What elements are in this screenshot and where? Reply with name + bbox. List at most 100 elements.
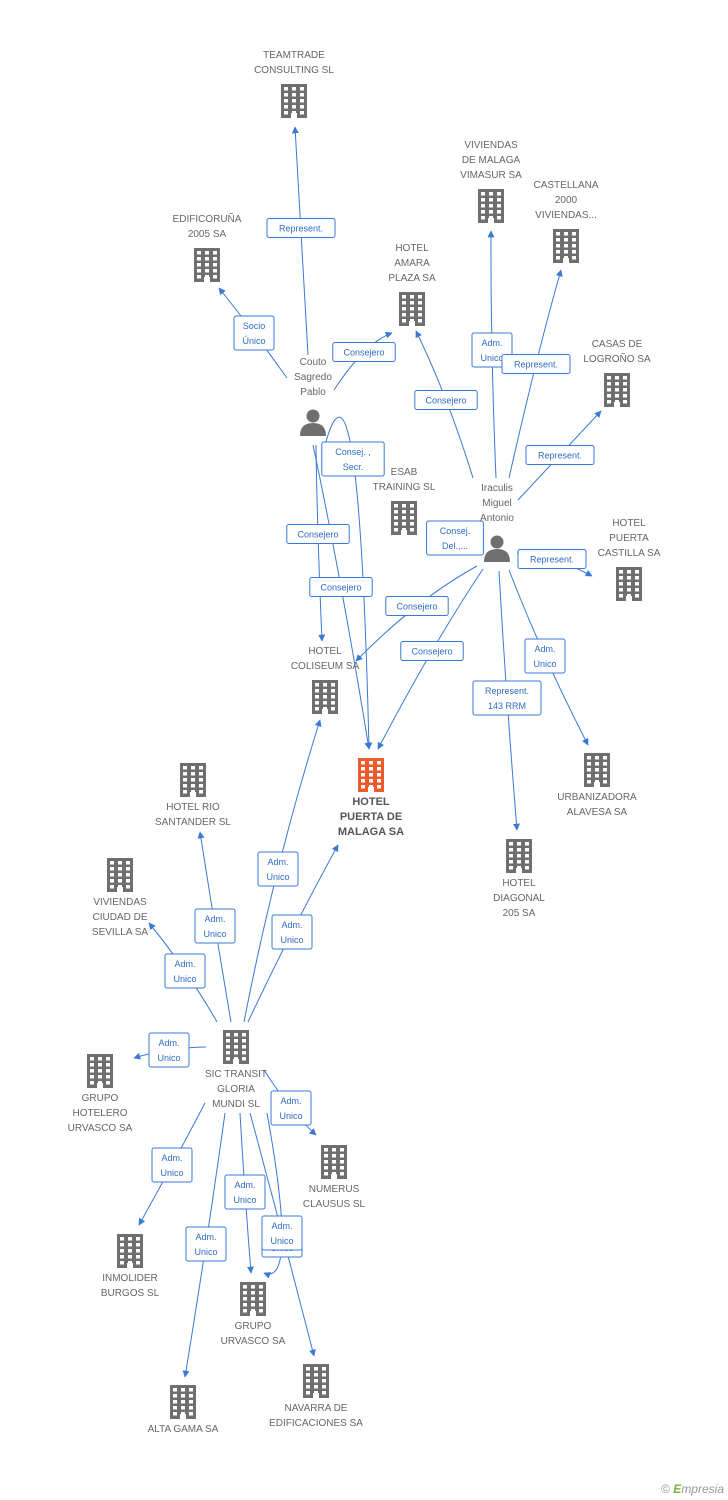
- edge-label[interactable]: Adm. Unico: [185, 1226, 227, 1262]
- node-altagama[interactable]: ALTA GAMA SA: [148, 1385, 219, 1435]
- node-label-line: URVASCO SA: [68, 1123, 133, 1134]
- edge-label[interactable]: Adm.Unico: [524, 638, 566, 674]
- edge-label[interactable]: Adm.Unico: [270, 1090, 312, 1126]
- edge-label[interactable]: Adm.Unico: [261, 1215, 303, 1251]
- edge-label-text: Unico: [279, 1111, 302, 1121]
- edge-label-text: Adm.: [281, 920, 302, 930]
- edge-label-text: Unico: [194, 1247, 217, 1257]
- edge-label-box: [233, 315, 275, 351]
- edge-label[interactable]: Consejero: [400, 641, 464, 661]
- edge-label[interactable]: Consejero: [286, 524, 350, 544]
- edge-label[interactable]: Adm.Unico: [164, 953, 206, 989]
- edge-label[interactable]: Adm.Unico: [148, 1032, 190, 1068]
- node-label-line: COLISEUM SA: [291, 661, 360, 672]
- edge-label-text: Unico: [203, 929, 226, 939]
- edge-label[interactable]: Represent.: [517, 549, 587, 569]
- node-label-line: URBANIZADORA: [557, 792, 637, 803]
- edge-label-box: [385, 596, 449, 616]
- edge-label-text: Represent.: [538, 451, 582, 461]
- building-icon: [478, 189, 504, 223]
- edge-label-box: [426, 520, 484, 556]
- edge-label[interactable]: Represent.: [525, 445, 595, 465]
- building-icon: [303, 1364, 329, 1398]
- edge-label[interactable]: Adm.Unico: [257, 851, 299, 887]
- edge-label-text: Consejero: [396, 602, 437, 612]
- node-label-line: CASTILLA SA: [598, 548, 661, 559]
- node-label-line: GRUPO: [82, 1093, 119, 1104]
- node-coliseum[interactable]: HOTEL COLISEUM SA: [291, 646, 360, 714]
- edge-label[interactable]: Adm.Unico: [271, 914, 313, 950]
- node-label-line: ALTA GAMA SA: [148, 1424, 219, 1435]
- edge-label-text: Único: [242, 336, 265, 346]
- node-label-line: 2005 SA: [188, 229, 227, 240]
- edge-label-text: Consejero: [425, 396, 466, 406]
- edge-label-text: Adm.: [534, 644, 555, 654]
- node-castellana[interactable]: CASTELLANA2000VIVIENDAS...: [533, 180, 599, 263]
- edge-label[interactable]: Consej. ,Secr.: [321, 441, 385, 477]
- edge-label-box: [261, 1215, 303, 1251]
- edge-couto-to-teamtrade: [291, 126, 309, 356]
- edge-label[interactable]: Consejero: [332, 342, 396, 362]
- building-icon: [391, 501, 417, 535]
- node-label-line: AMARA: [394, 258, 430, 269]
- building-icon: [170, 1385, 196, 1419]
- node-label-line: HOTEL: [502, 878, 536, 889]
- edges-layer: [133, 126, 602, 1378]
- edge-label[interactable]: Represent.: [501, 354, 571, 374]
- edge-label[interactable]: Consejero: [385, 596, 449, 616]
- edge-label[interactable]: Adm. Unico: [194, 908, 236, 944]
- edge-label-box: [524, 638, 566, 674]
- node-label-line: MALAGA SA: [338, 826, 404, 838]
- node-label-line: URVASCO SA: [221, 1336, 286, 1347]
- edge-label[interactable]: Consej.Del.,...: [426, 520, 484, 556]
- node-label-line: HOTEL: [308, 646, 342, 657]
- edge-label-text: 143 RRM: [488, 701, 526, 711]
- edge-label[interactable]: Consejero: [414, 390, 478, 410]
- edge-label-box: [266, 218, 336, 238]
- edge-label-text: Socio: [243, 321, 266, 331]
- edge-label-box: [501, 354, 571, 374]
- node-label-line: LOGROÑO SA: [583, 352, 651, 365]
- edge-label[interactable]: Represent.143 RRM: [472, 680, 542, 716]
- edge-label-text: Adm.: [204, 914, 225, 924]
- brand-name: mpresia: [681, 1482, 724, 1496]
- edge-label[interactable]: Represent.: [266, 218, 336, 238]
- building-icon: [223, 1030, 249, 1064]
- edge-label[interactable]: Adm.Unico: [224, 1174, 266, 1210]
- edge-label-text: Del.,...: [442, 541, 468, 551]
- building-icon: [358, 758, 384, 792]
- edge-label-text: Consejero: [343, 348, 384, 358]
- node-label-line: 205 SA: [503, 908, 536, 919]
- building-icon: [87, 1054, 113, 1088]
- edge-label[interactable]: Consejero: [309, 577, 373, 597]
- edge-label-text: Adm.: [481, 338, 502, 348]
- node-label-line: VIVIENDAS...: [535, 210, 597, 221]
- edge-label-text: Adm.: [195, 1232, 216, 1242]
- node-label-line: VIVIENDAS: [93, 897, 147, 908]
- building-icon: [240, 1282, 266, 1316]
- edge-label[interactable]: Adm.Unico: [151, 1147, 193, 1183]
- edge-label-box: [148, 1032, 190, 1068]
